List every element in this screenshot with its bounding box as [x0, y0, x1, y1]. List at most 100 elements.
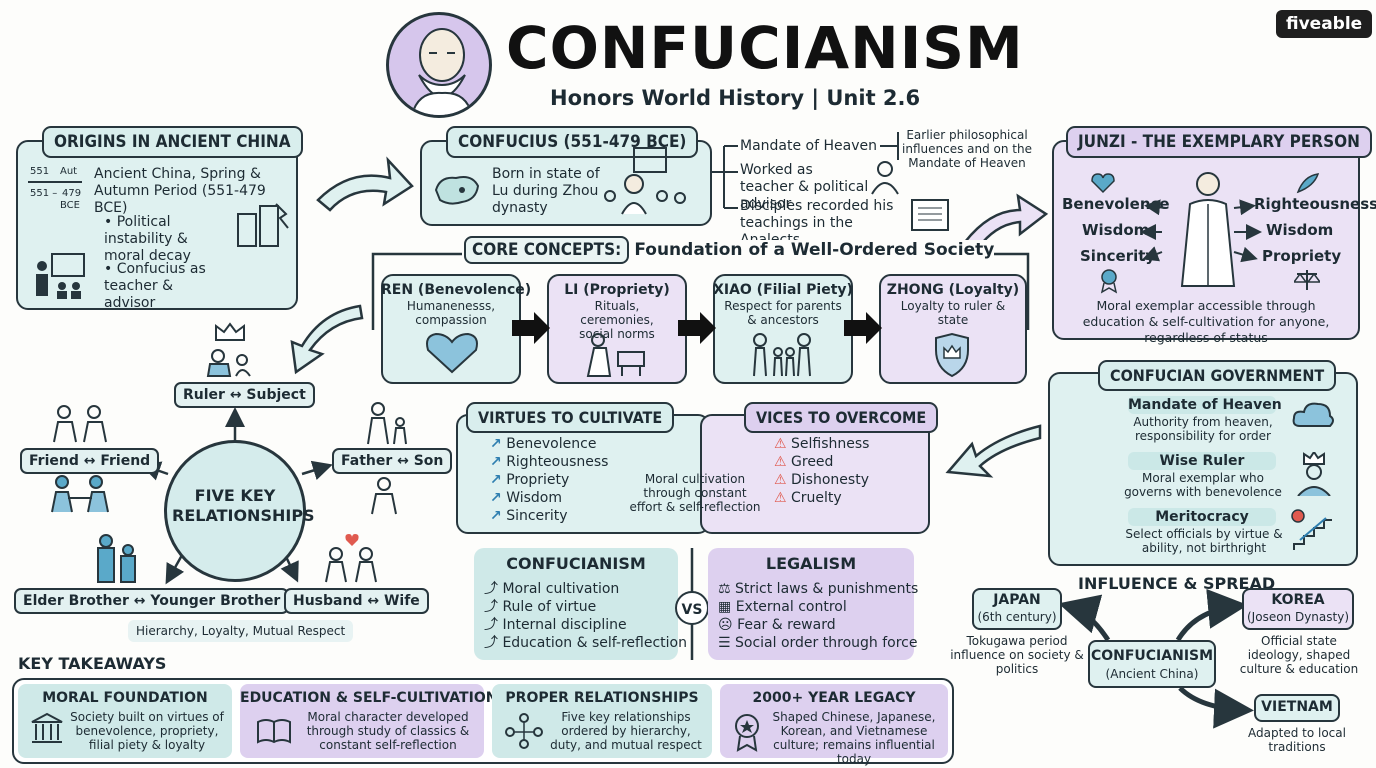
relationship-brothers: Elder Brother ↔ Younger Brother: [14, 588, 290, 614]
virtue-item: ↗ Wisdom: [490, 490, 562, 506]
origins-panel: [16, 140, 298, 310]
takeaway-desc: Moral character developed through study …: [306, 710, 470, 752]
medal-icon: [1100, 269, 1118, 294]
confucianism-compare-panel: [474, 548, 678, 660]
concept-arrows: [512, 312, 882, 344]
influence-center-box: [1088, 640, 1216, 688]
vices-list: ⚠ Selfishness ⚠ Greed ⚠ Dishonesty ⚠ Cru…: [774, 436, 869, 508]
japan-desc: Tokugawa period influence on society & p…: [950, 634, 1084, 676]
compare-left-header: CONFUCIANISM: [506, 554, 646, 573]
stairs-icon: [1291, 509, 1332, 550]
cloud-icon: [1292, 402, 1334, 427]
trend-icon: ↗: [490, 454, 502, 470]
relationship-ruler-subject: Ruler ↔ Subject: [174, 382, 315, 408]
relationship-friend-friend: Friend ↔ Friend: [20, 448, 160, 474]
vietnam-box: [1254, 694, 1340, 722]
feather-icon: [1296, 173, 1320, 194]
compare-icon: ⤴: [484, 599, 498, 615]
compare-item: ☹ Fear & reward: [718, 617, 836, 633]
japan-box: [972, 588, 1062, 630]
korea-box: [1242, 588, 1354, 630]
gov-item-desc: Select officials by virtue & ability, no…: [1125, 527, 1283, 555]
warning-icon: ⚠: [774, 454, 787, 470]
brand-logo: fiveable: [1276, 10, 1373, 38]
relationship-husband-wife: Husband ↔ Wife: [284, 588, 429, 614]
gov-item-desc: Authority from heaven, responsibility fo…: [1133, 415, 1273, 443]
father-son-icon: [367, 402, 407, 445]
gov-item-name: Meritocracy: [1128, 508, 1276, 526]
couple-icon: [325, 534, 377, 583]
scroll-icon: [911, 199, 949, 231]
korea-sub: (Joseon Dynasty): [1247, 610, 1349, 624]
junzi-left: Benevolence: [1062, 195, 1170, 213]
virtue-item: ↗ Sincerity: [490, 508, 568, 524]
timeline-label: 551: [30, 166, 50, 177]
ruler-icon: [1297, 452, 1331, 496]
takeaway-desc: Five key relationships ordered by hierar…: [550, 710, 702, 752]
concept-name: ZHONG (Loyalty): [886, 282, 1020, 298]
confucius-header: CONFUCIUS (551-479 BCE): [446, 126, 699, 158]
concept-desc: Humanenesss, compassion: [406, 299, 496, 327]
concept-name: LI (Propriety): [564, 282, 670, 298]
japan-name: JAPAN: [993, 592, 1041, 608]
takeaway-title: PROPER RELATIONSHIPS: [505, 690, 699, 706]
vice-item: ⚠ Selfishness: [774, 436, 870, 452]
trend-icon: ↗: [490, 508, 502, 524]
takeaway-title: MORAL FOUNDATION: [42, 690, 208, 706]
virtue-item: ↗ Propriety: [490, 472, 570, 488]
junzi-left: Wisdom: [1082, 221, 1150, 239]
compare-item: ⤴ Internal discipline: [484, 617, 627, 633]
takeaway-card: [720, 684, 948, 758]
confucius-point: Mandate of Heaven: [740, 138, 877, 154]
junzi-left: Sincerity: [1080, 247, 1156, 265]
handshake-icon: [51, 475, 109, 513]
network-icon: [505, 713, 543, 749]
page-subtitle: Honors World History | Unit 2.6: [550, 86, 921, 110]
japan-sub: (6th century): [977, 610, 1057, 624]
concept-card-xiao: [713, 274, 853, 384]
arrows-junzi: [1140, 199, 1262, 263]
compare-right-header: LEGALISM: [765, 554, 857, 573]
takeaways-header: KEY TAKEAWAYS: [18, 654, 167, 673]
arrow-origins-to-confucius: [316, 156, 414, 212]
influence-center-sub: (Ancient China): [1105, 667, 1199, 681]
takeaway-title: EDUCATION & SELF-CULTIVATION: [240, 690, 498, 706]
compare-item: ⚖ Strict laws & punishments: [718, 581, 919, 597]
brothers-icon: [97, 534, 136, 583]
legalism-compare-panel: [708, 548, 914, 660]
government-header: CONFUCIAN GOVERNMENT: [1098, 360, 1337, 391]
junzi-note: Moral exemplar accessible through educat…: [1082, 298, 1330, 345]
disciples-icon: [604, 147, 686, 215]
ritual-icon: [586, 333, 645, 377]
heart-icon: [1091, 173, 1115, 194]
vice-item: ⚠ Greed: [774, 454, 834, 470]
takeaway-desc: Society built on virtues of benevolence,…: [70, 710, 224, 752]
compare-item: ⤴ Rule of virtue: [484, 599, 597, 615]
junzi-right: Wisdom: [1266, 221, 1334, 239]
takeaway-title: 2000+ YEAR LEGACY: [752, 690, 916, 706]
compare-icon: ⤴: [484, 581, 498, 597]
compare-icon: ⤴: [484, 635, 498, 651]
trend-icon: ↗: [490, 472, 502, 488]
compare-icon: ⤴: [484, 617, 498, 633]
compare-item: ☰ Social order through force: [718, 635, 918, 651]
shield-crown-icon: [935, 332, 969, 378]
warning-icon: ⚠: [774, 472, 787, 488]
arrow-to-junzi: [963, 193, 1049, 250]
trend-icon: ↗: [490, 436, 502, 452]
friends-icon: [53, 405, 107, 443]
ruins-icon: [237, 203, 289, 247]
virtue-item: ↗ Righteousness: [490, 454, 609, 470]
compare-item: ▦ External control: [718, 599, 847, 615]
open-book-icon: [257, 719, 291, 744]
family-icon: [753, 333, 811, 377]
concept-name: REN (Benevolence): [381, 282, 532, 298]
origins-period: Ancient China, Spring & Autumn Period (5…: [94, 166, 266, 216]
cultivation-note: Moral cultivation through constant effor…: [629, 472, 761, 514]
vs-badge: VS: [675, 591, 709, 625]
relationships-hub: [164, 440, 306, 582]
concept-desc: Respect for parents & ancestors: [724, 299, 842, 327]
junzi-header: JUNZI - THE EXEMPLARY PERSON: [1066, 126, 1372, 158]
relationships-footer: Hierarchy, Loyalty, Mutual Respect: [128, 620, 354, 642]
concept-name: XIAO (Filial Piety): [713, 282, 853, 298]
